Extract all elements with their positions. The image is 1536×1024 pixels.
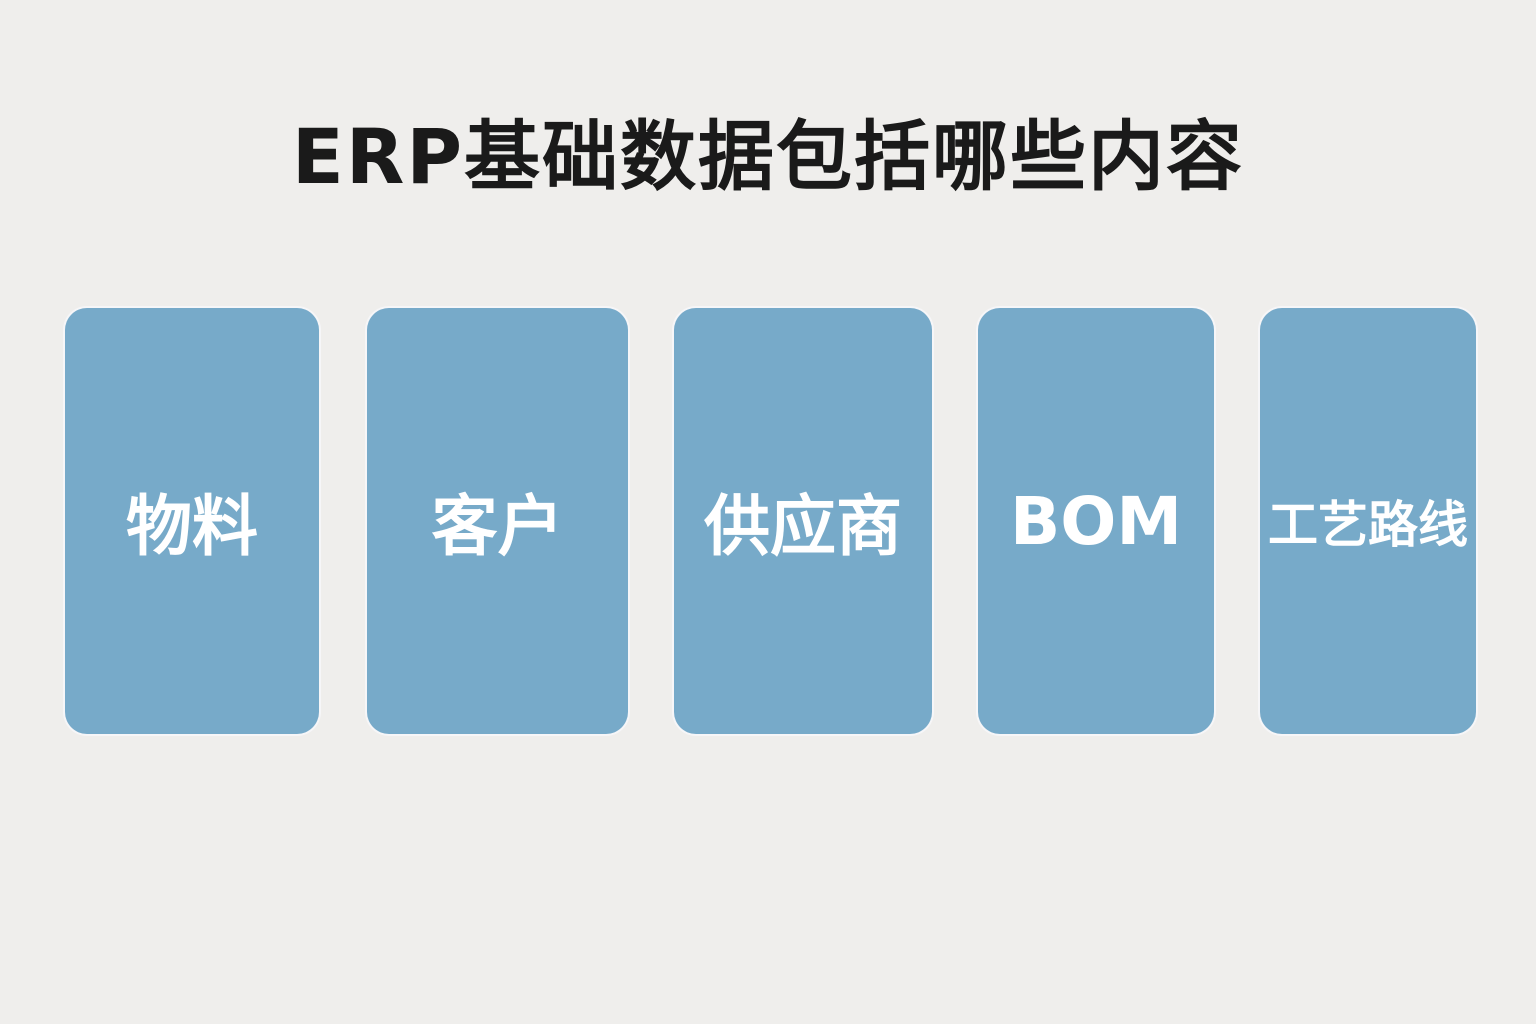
card-routing: 工艺路线 (1260, 308, 1476, 734)
page-title: ERP基础数据包括哪些内容 (291, 112, 1245, 201)
card-material: 物料 (65, 308, 319, 734)
card-label: 供应商 (704, 488, 902, 565)
card-label: 工艺路线 (1268, 496, 1468, 554)
card-label: 客户 (431, 488, 564, 565)
card-label: BOM (1009, 482, 1183, 560)
card-supplier: 供应商 (674, 308, 932, 734)
card-label: 物料 (126, 488, 258, 565)
card-customer: 客户 (367, 308, 628, 734)
card-bom: BOM (978, 308, 1214, 734)
